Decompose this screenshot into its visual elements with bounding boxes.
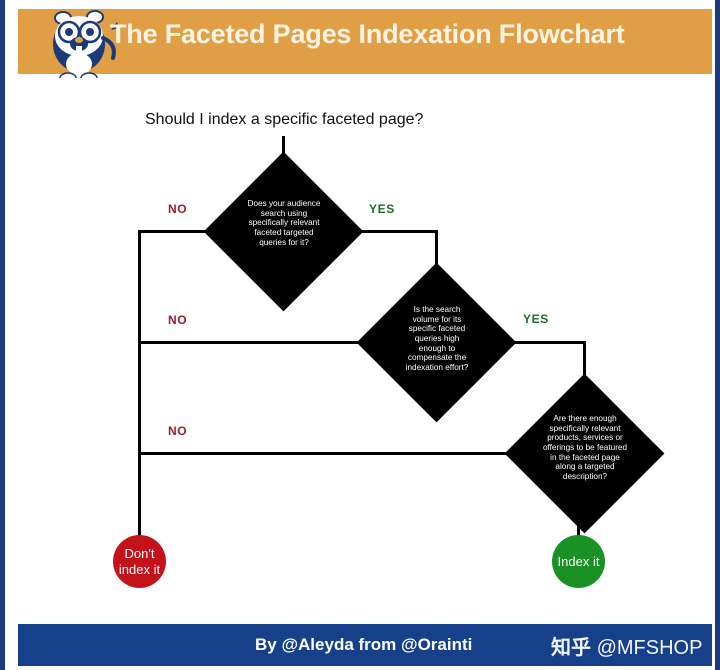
connector-prompt-to-decision-1 <box>282 136 285 154</box>
connector-decision-1-yes-horizontal <box>337 230 438 233</box>
gopher-mascot-icon <box>41 8 131 90</box>
decision-3-no-label: NO <box>168 424 188 438</box>
flowchart-prompt: Should I index a specific faceted page? <box>145 111 424 128</box>
decision-2-yes-label: YES <box>523 312 549 326</box>
connector-decision-1-yes-vertical <box>435 230 438 288</box>
connector-decision-3-yes-vertical <box>577 506 580 548</box>
connector-no-trunk <box>138 230 141 548</box>
header-band <box>18 9 712 74</box>
connector-decision-3-no <box>140 452 531 455</box>
zhihu-logo-text: 知乎 <box>551 637 591 659</box>
zhihu-watermark: 知乎 @MFSHOP <box>551 631 702 660</box>
connector-decision-2-yes-horizontal <box>490 341 586 344</box>
terminal-index: Index it <box>552 535 605 588</box>
page-title: The Faceted Pages Indexation Flowchart <box>110 19 625 49</box>
connector-decision-2-yes-vertical <box>583 341 586 399</box>
decision-1-no-label: NO <box>168 202 188 216</box>
decision-1-yes-label: YES <box>369 202 395 216</box>
footer-band <box>18 624 712 666</box>
connector-decision-2-no <box>140 341 383 344</box>
footer-credit: By @Aleyda from @Orainti <box>255 635 473 654</box>
flowchart-canvas: Should I index a specific faceted page? … <box>5 78 715 618</box>
zhihu-watermark-user: @MFSHOP <box>596 637 703 659</box>
decision-2-no-label: NO <box>168 313 188 327</box>
connector-decision-1-no <box>140 230 230 233</box>
terminal-dont-index: Don't index it <box>113 535 166 588</box>
